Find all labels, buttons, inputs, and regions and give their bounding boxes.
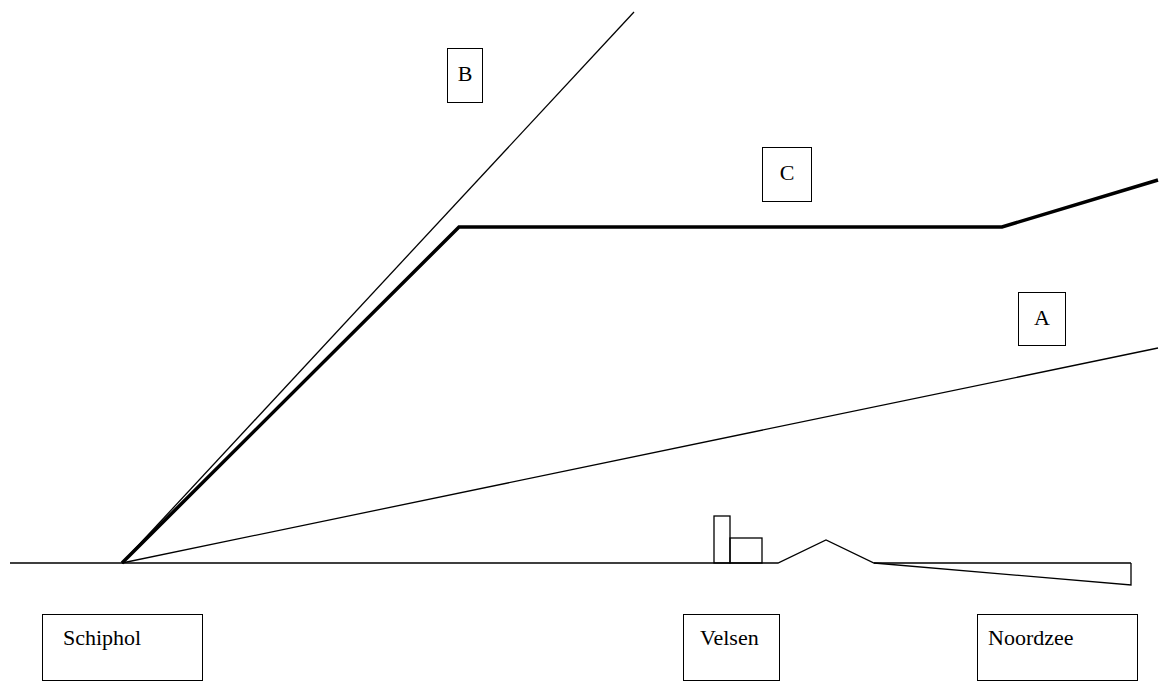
place-label-box: Noordzee: [977, 614, 1138, 681]
place-name: B: [454, 61, 476, 87]
place-label-box: Velsen: [683, 614, 780, 681]
sea-wedge: [874, 563, 1131, 585]
tall-building: [714, 516, 730, 563]
place-name: Noordzee: [988, 625, 1129, 651]
place-name: Schiphol: [63, 625, 194, 651]
low-building: [730, 538, 762, 563]
route-label-box: C: [762, 147, 812, 202]
route-c-line: [122, 180, 1158, 563]
place-name: A: [1025, 305, 1059, 331]
route-b-line: [122, 12, 634, 563]
route-a-line: [122, 348, 1158, 563]
route-label-box: B: [447, 48, 483, 103]
place-name: Velsen: [700, 625, 771, 651]
route-label-box: A: [1018, 292, 1066, 346]
place-label-box: Schiphol: [42, 614, 203, 681]
place-name: C: [769, 160, 805, 186]
